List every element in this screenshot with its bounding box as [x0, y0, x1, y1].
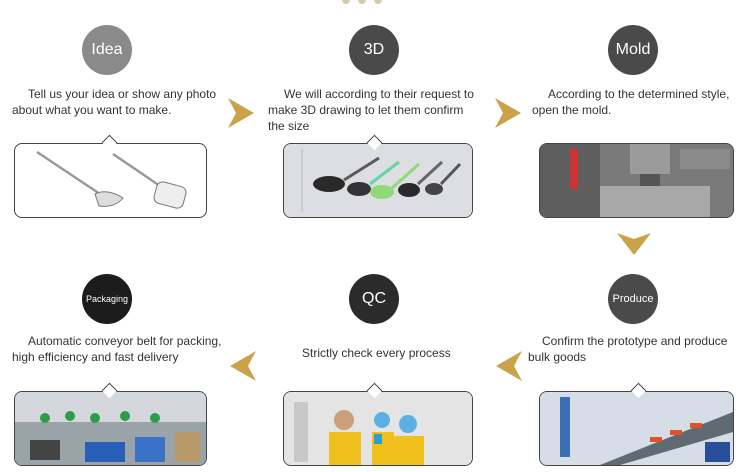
arrow-right-icon — [495, 98, 521, 128]
3d-render-icon — [284, 144, 472, 217]
step-label-produce: Produce — [608, 274, 658, 324]
3d-image — [283, 143, 473, 218]
mold-machine-icon — [540, 144, 733, 217]
arrow-left-icon — [496, 351, 522, 381]
qc-image — [283, 391, 473, 466]
packing-floor-icon — [15, 392, 206, 465]
step-label-idea: Idea — [82, 25, 132, 75]
arrow-down-icon — [617, 233, 651, 255]
step-label-qc: QC — [349, 274, 399, 324]
step-label-packaging: Packaging — [82, 274, 132, 324]
step-label-mold: Mold — [608, 25, 658, 75]
step-desc-mold: According to the determined style, open … — [532, 87, 730, 117]
arrow-left-icon — [230, 351, 256, 381]
top-decoration — [342, 0, 382, 4]
step-desc-packaging: Automatic conveyor belt for packing, hig… — [12, 334, 222, 364]
step-desc-idea: Tell us your idea or show any photo abou… — [12, 87, 217, 117]
produce-image — [539, 391, 734, 466]
utensil-sketch-icon — [36, 150, 187, 209]
packaging-image — [14, 391, 207, 466]
step-desc-qc: Strictly check every process — [302, 346, 451, 360]
idea-image — [14, 143, 207, 218]
step-desc-3d: We will according to their request to ma… — [268, 87, 474, 133]
conveyor-line-icon — [540, 392, 733, 465]
mold-image — [539, 143, 734, 218]
step-label-3d: 3D — [349, 25, 399, 75]
arrow-right-icon — [228, 98, 254, 128]
inspection-workers-icon — [284, 392, 472, 465]
step-desc-produce: Confirm the prototype and produce bulk g… — [528, 334, 728, 364]
